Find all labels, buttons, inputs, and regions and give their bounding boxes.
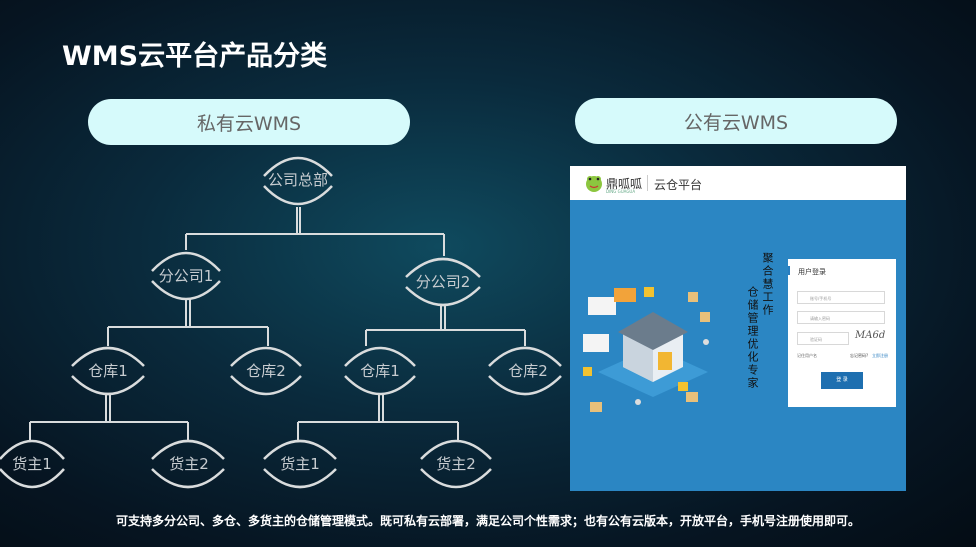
login-title-accent <box>788 266 790 275</box>
public-cloud-pill: 公有云WMS <box>575 98 897 144</box>
login-card: 用户登录 账号/手机号 请输入密码 验证码 MA6d 记住用户名 忘记密码? 立… <box>788 259 896 407</box>
node-warehouse3: 仓库1 <box>360 362 400 380</box>
screenshot-header: 鼎呱呱 DING GUAGUA 云仓平台 <box>570 166 906 200</box>
node-root: 公司总部 <box>268 171 328 189</box>
remember-checkbox[interactable]: 记住用户名 <box>797 353 817 358</box>
screenshot-banner: 聚合慧工作 仓储管理优化专家 用户登录 账号/手机号 请输入密码 验证码 MA6… <box>570 200 906 491</box>
slogan-column-1: 聚合慧工作 <box>761 252 774 317</box>
slogan-column-2: 仓储管理优化专家 <box>746 286 759 390</box>
captcha-input[interactable]: 验证码 <box>797 332 849 345</box>
footer-description: 可支持多分公司、多仓、多货主的仓储管理模式。既可私有云部署，满足公司个性需求；也… <box>115 514 860 528</box>
node-warehouse1: 仓库1 <box>88 362 128 380</box>
node-owner4: 货主2 <box>436 455 476 473</box>
username-input[interactable]: 账号/手机号 <box>797 291 885 304</box>
node-warehouse4: 仓库2 <box>508 362 548 380</box>
private-cloud-pill: 私有云WMS <box>88 99 410 145</box>
node-branch2: 分公司2 <box>416 273 471 291</box>
captcha-image[interactable]: MA6d <box>855 330 886 341</box>
cloud-platform-screenshot: 鼎呱呱 DING GUAGUA 云仓平台 <box>570 166 906 491</box>
login-title: 用户登录 <box>798 268 826 276</box>
password-input[interactable]: 请输入密码 <box>797 311 885 324</box>
logo-subtext: DING GUAGUA <box>606 189 636 194</box>
register-link[interactable]: 立即注册 <box>872 353 888 358</box>
node-branch1: 分公司1 <box>159 267 214 285</box>
login-button[interactable]: 登 录 <box>821 372 863 389</box>
frog-logo-icon <box>586 176 602 192</box>
logo-text: 鼎呱呱 <box>606 177 643 191</box>
node-owner2: 货主2 <box>169 455 209 473</box>
node-owner3: 货主1 <box>280 455 320 473</box>
platform-name: 云仓平台 <box>654 178 703 192</box>
header-divider <box>647 175 648 191</box>
warehouse-illustration <box>583 287 710 412</box>
org-tree-diagram: 公司总部 分公司1 分公司2 仓库1 仓库2 仓库1 仓库2 货主1 货主2 货… <box>0 156 562 489</box>
node-owner1: 货主1 <box>12 455 52 473</box>
page-title: WMS云平台产品分类 <box>62 41 328 72</box>
forgot-password-link[interactable]: 忘记密码? <box>850 353 869 358</box>
node-warehouse2: 仓库2 <box>246 362 286 380</box>
